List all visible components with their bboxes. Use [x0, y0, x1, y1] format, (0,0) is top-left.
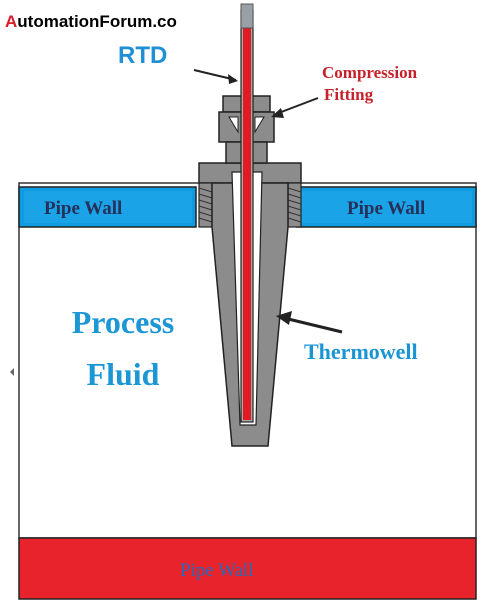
compression-label-line2: Fitting	[324, 85, 374, 104]
rtd-arrow	[193, 69, 238, 84]
thermowell-label: Thermowell	[304, 339, 418, 364]
process-fluid-label-line2: Fluid	[86, 356, 160, 392]
compression-arrow	[271, 97, 319, 118]
pipe-wall-left-inner	[24, 191, 192, 223]
pipe-wall-right-label: Pipe Wall	[347, 198, 426, 219]
site-brand: AutomationForum.co	[5, 13, 177, 30]
pipe-wall-bottom-block	[18, 537, 477, 600]
process-fluid-label-line1: Process	[71, 304, 175, 340]
brand-accent: A	[5, 12, 18, 31]
brand-rest: utomationForum.co	[17, 12, 177, 31]
pipe-wall-left-label: Pipe Wall	[44, 198, 123, 219]
compression-label-line1: Compression	[322, 63, 418, 82]
compression-fitting-label: Compression Fitting	[322, 62, 417, 106]
edge-marker	[10, 368, 14, 376]
pipe-wall-right-inner	[301, 191, 472, 223]
thermowell-arrow	[276, 311, 343, 334]
ferrule-right	[254, 116, 265, 134]
ferrule-left	[228, 116, 239, 134]
rtd-element	[243, 10, 251, 420]
thread-marks	[198, 187, 302, 223]
pipe-wall-bottom-label: Pipe Wall	[180, 560, 254, 581]
rtd-cable	[240, 3, 254, 29]
rtd-label: RTD	[118, 42, 168, 69]
